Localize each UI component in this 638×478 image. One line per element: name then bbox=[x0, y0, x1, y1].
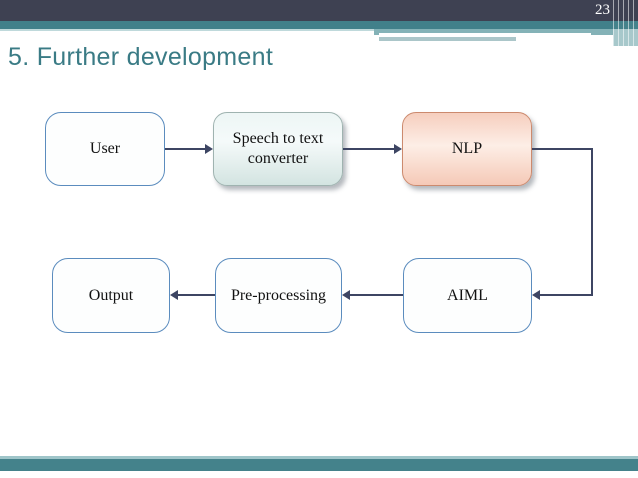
page-number: 23 bbox=[595, 2, 610, 18]
edge-nlp-to-aiml-horizontal-bottom bbox=[540, 294, 591, 296]
header-accent-line-white bbox=[379, 33, 591, 35]
edge-speech-to-nlp bbox=[343, 148, 394, 150]
corner-stripes-decoration bbox=[613, 0, 638, 46]
footer-teal-bar bbox=[0, 459, 638, 471]
header-pale-line bbox=[0, 29, 638, 31]
node-user: User bbox=[45, 112, 165, 186]
arrowhead-right-icon bbox=[205, 144, 213, 154]
edge-nlp-to-aiml-vertical bbox=[591, 148, 593, 296]
edge-nlp-to-aiml-horizontal-top bbox=[532, 148, 593, 150]
arrowhead-left-icon bbox=[532, 290, 540, 300]
header-teal-bar bbox=[0, 21, 638, 29]
node-pre-processing: Pre-processing bbox=[215, 258, 342, 333]
edge-preprocessing-to-output bbox=[178, 294, 215, 296]
node-speech-to-text-converter: Speech to text converter bbox=[213, 112, 343, 186]
node-output: Output bbox=[52, 258, 170, 333]
edge-aiml-to-preprocessing bbox=[350, 294, 403, 296]
header-accent-band bbox=[374, 29, 638, 35]
header-accent-line-gray bbox=[379, 37, 516, 41]
node-nlp: NLP bbox=[402, 112, 532, 186]
node-aiml: AIML bbox=[403, 258, 532, 333]
footer-pale-line bbox=[0, 456, 638, 459]
header-dark-bar bbox=[0, 0, 638, 21]
edge-user-to-speech bbox=[165, 148, 205, 150]
arrowhead-left-icon bbox=[342, 290, 350, 300]
arrowhead-right-icon bbox=[394, 144, 402, 154]
arrowhead-left-icon bbox=[170, 290, 178, 300]
slide-title: 5. Further development bbox=[8, 43, 274, 71]
